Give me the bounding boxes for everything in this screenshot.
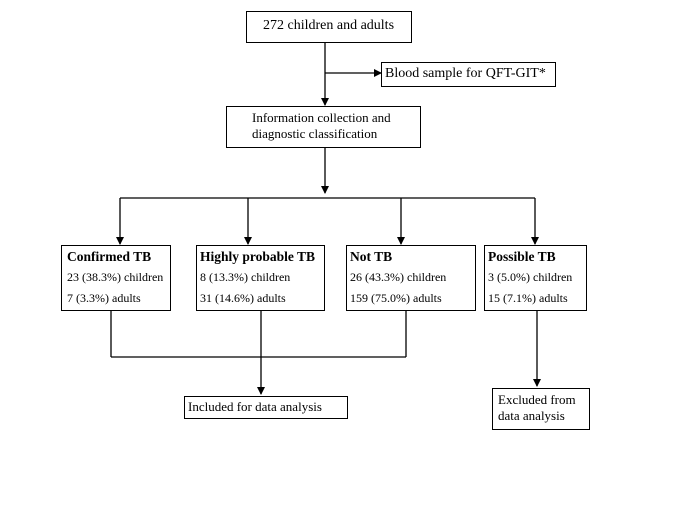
excluded-line2: data analysis: [498, 408, 565, 423]
category-box-confirmed-tb: [61, 245, 171, 311]
category-box-not-tb: [346, 245, 476, 311]
category-adults: 31 (14.6%) adults: [200, 291, 286, 305]
start-box: [246, 11, 412, 43]
excluded-box: [492, 388, 590, 430]
category-title: Not TB: [350, 249, 393, 264]
blood-sample-box: [381, 62, 556, 87]
category-title: Confirmed TB: [67, 249, 152, 264]
category-adults: 7 (3.3%) adults: [67, 291, 141, 305]
category-box-possible-tb: [484, 245, 587, 311]
start-label: 272 children and adults: [263, 18, 395, 33]
information-line2: diagnostic classification: [252, 126, 378, 141]
category-title: Highly probable TB: [200, 249, 316, 264]
category-children: 26 (43.3%) children: [350, 270, 447, 284]
included-label: Included for data analysis: [188, 399, 322, 414]
category-children: 3 (5.0%) children: [488, 270, 573, 284]
included-box: [184, 396, 348, 419]
excluded-line1: Excluded from: [498, 392, 576, 407]
blood-sample-label: Blood sample for QFT-GIT*: [385, 66, 546, 81]
category-children: 8 (13.3%) children: [200, 270, 291, 284]
category-adults: 159 (75.0%) adults: [350, 291, 442, 305]
category-box-highly-probable-tb: [196, 245, 325, 311]
category-title: Possible TB: [488, 249, 556, 264]
information-box: [226, 106, 421, 148]
information-line1: Information collection and: [252, 110, 391, 125]
category-adults: 15 (7.1%) adults: [488, 291, 568, 305]
category-children: 23 (38.3%) children: [67, 270, 164, 284]
